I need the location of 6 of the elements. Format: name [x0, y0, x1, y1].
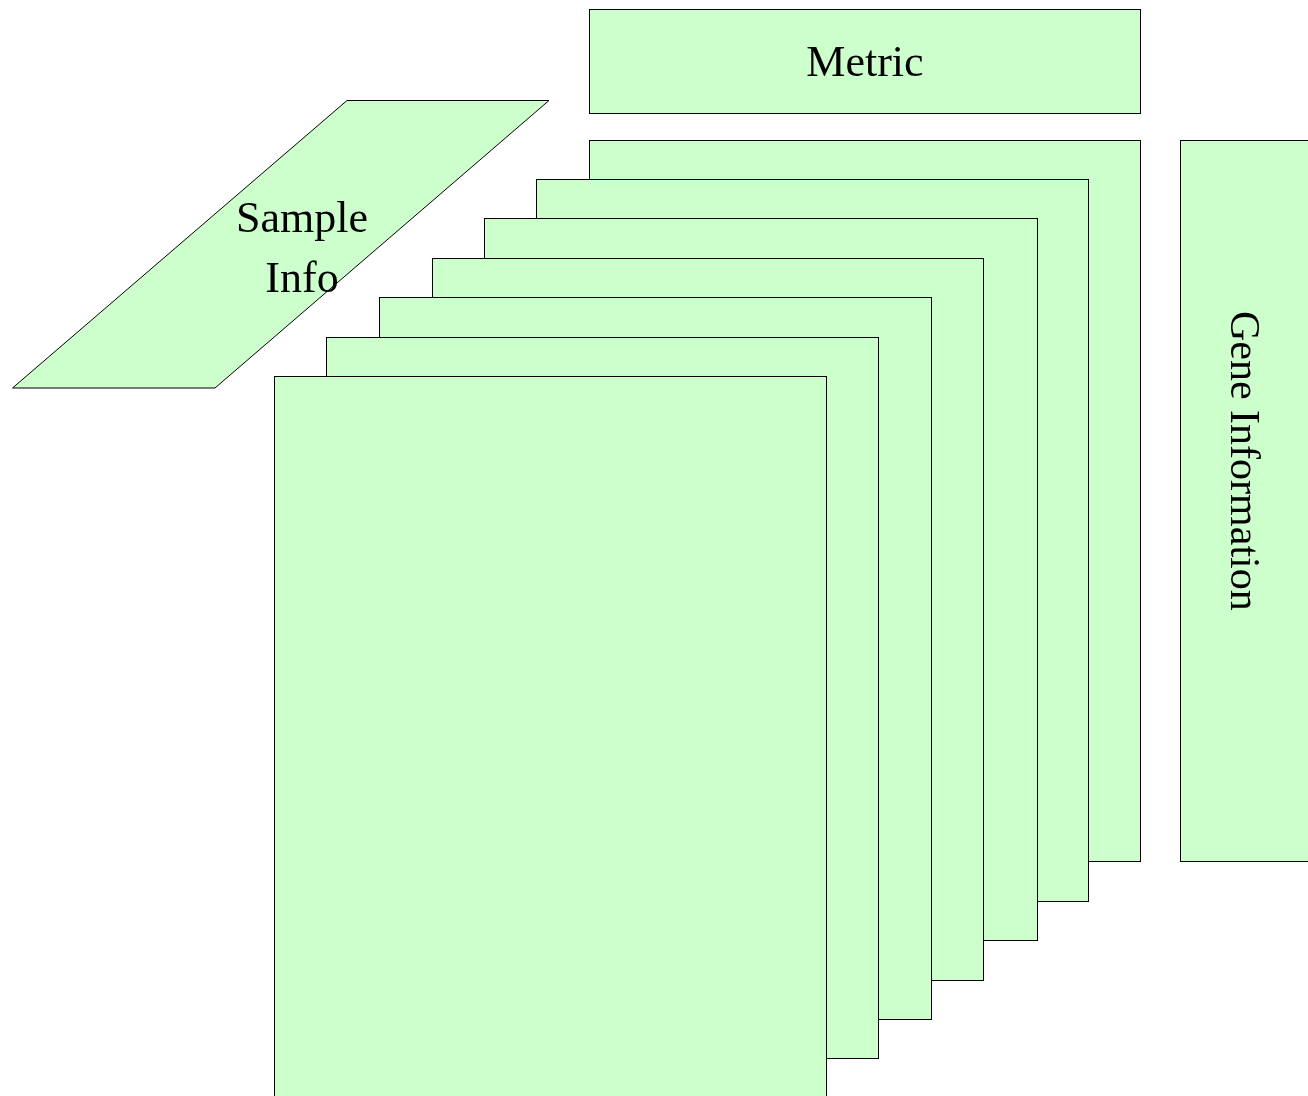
- gene-information-box: [1180, 140, 1308, 862]
- node-label: Sample Info: [235, 192, 369, 304]
- node-label: Gene Information: [1221, 311, 1269, 611]
- data-sheet: [274, 376, 827, 1096]
- metric-box: [589, 9, 1141, 114]
- node-label: Metric: [806, 35, 924, 88]
